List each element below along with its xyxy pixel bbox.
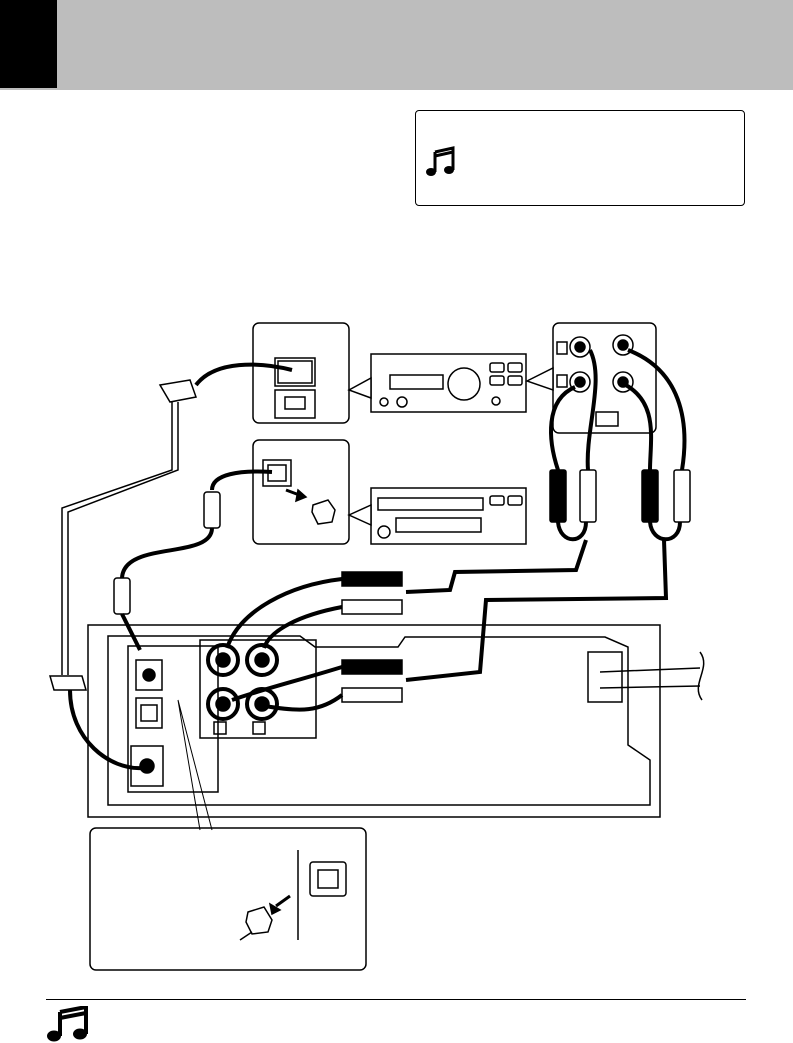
power-cord (599, 651, 705, 701)
music-note-icon (426, 146, 455, 176)
rca-cable-pair-2 (225, 571, 403, 712)
connection-diagram (49, 322, 705, 971)
cd-player-front-panel (347, 487, 527, 545)
amplifier-front-panel (347, 353, 527, 413)
section-marker-block (0, 0, 57, 88)
rca-jack-panel (525, 322, 657, 434)
header-bar (0, 0, 793, 90)
optical-cap-callout (89, 699, 367, 971)
footer-rule (46, 999, 746, 1000)
cd-callout (252, 439, 350, 545)
note-box (415, 110, 745, 206)
amplifier-callout (252, 322, 350, 424)
system-control-cable (49, 362, 293, 771)
music-note-icon (47, 1006, 88, 1042)
rca-cable-pair-1 (405, 348, 691, 682)
main-unit-rear-panel (87, 624, 661, 818)
optical-cable (113, 469, 273, 651)
